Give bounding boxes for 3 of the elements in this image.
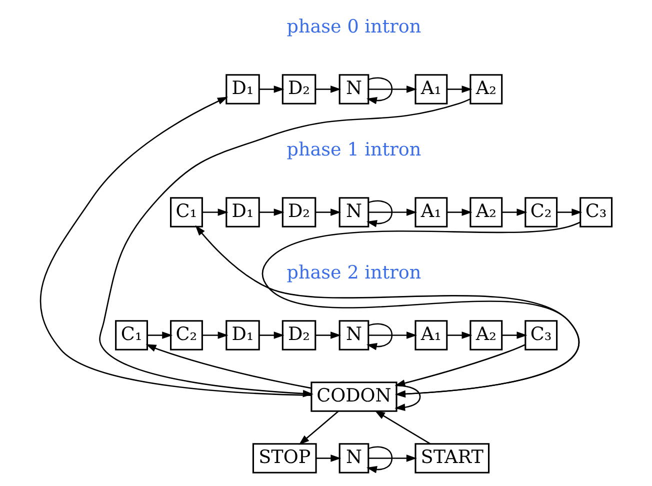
label: phase 1 intron bbox=[286, 140, 422, 161]
label: phase 2 intron bbox=[286, 262, 422, 284]
label: phase 0 intron bbox=[286, 16, 422, 38]
